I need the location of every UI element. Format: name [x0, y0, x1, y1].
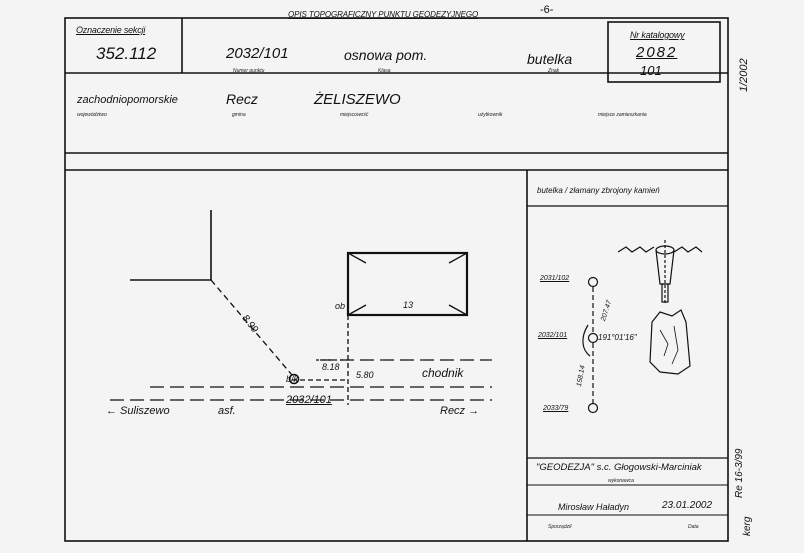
point-class-label: Klasa: [378, 68, 391, 74]
road-right: Recz →: [440, 405, 480, 417]
company-role-label: wykonawca: [608, 478, 634, 484]
margin-check: Re 16-3/99: [734, 448, 745, 498]
commune-label: gmina: [232, 112, 246, 118]
mark-panel-drawing: [582, 240, 703, 414]
voivodeship: zachodniopomorskie: [77, 94, 178, 106]
voivodeship-label: województwo: [77, 112, 107, 118]
point-mark: butelka: [527, 51, 573, 67]
section-value: 352.112: [96, 44, 157, 63]
panel-point-3: 2033/79: [543, 405, 569, 412]
place-label: miejsce zamieszkania: [598, 112, 647, 118]
page-number: -6-: [540, 4, 554, 16]
catalog-label: Nr katalogowy: [630, 30, 685, 40]
locality-label: miejscowość: [340, 112, 369, 118]
surveyor-label: Sporządził: [548, 524, 572, 530]
point-mark-label: Znak: [548, 68, 560, 74]
building-number: 13: [403, 300, 414, 310]
sketch-drawing: [110, 210, 492, 405]
building-code: ob: [335, 301, 346, 311]
road-left: ← Suliszewo: [106, 405, 170, 417]
date-label: Data: [688, 524, 699, 530]
panel-point-2: 2032/101: [538, 332, 568, 339]
point-class: osnowa pom.: [344, 47, 428, 63]
sidewalk-label: chodnik: [422, 366, 464, 380]
catalog-line1: 2082: [636, 44, 678, 61]
catalog-line2: 101: [640, 63, 662, 78]
company-name: "GEODEZJA" s.c. Głogowski-Marciniak: [536, 462, 702, 473]
point-number-label: Numer punktu: [233, 68, 265, 74]
point-number: 2032/101: [226, 45, 289, 62]
form-title: OPIS TOPOGRAFICZNY PUNKTU GEODEZYJNEGO: [288, 10, 479, 19]
panel-angle: 191°01'16": [598, 333, 637, 342]
locality: ŻELISZEWO: [314, 91, 401, 108]
owner-label: użytkownik: [478, 112, 503, 118]
surveyor-name: Mirosław Haładyn: [558, 502, 630, 512]
sketch-dist-3: 5.80: [356, 370, 374, 380]
sketch-point-label: 2032/101: [286, 394, 332, 406]
margin-initials: kerg: [742, 516, 753, 536]
survey-date: 23.01.2002: [662, 500, 713, 511]
panel-point-1: 2031/102: [540, 275, 570, 282]
sketch-dist-2: 8.18: [322, 362, 340, 372]
commune: Recz: [226, 91, 258, 107]
section-label: Oznaczenie sekcji: [76, 25, 146, 35]
mark-panel-title: butelka / złamany zbrojony kamień: [537, 186, 660, 195]
side-note: 1/2002: [738, 58, 750, 92]
blk-label: b/k: [286, 374, 299, 384]
road-surface: asf.: [218, 405, 236, 417]
